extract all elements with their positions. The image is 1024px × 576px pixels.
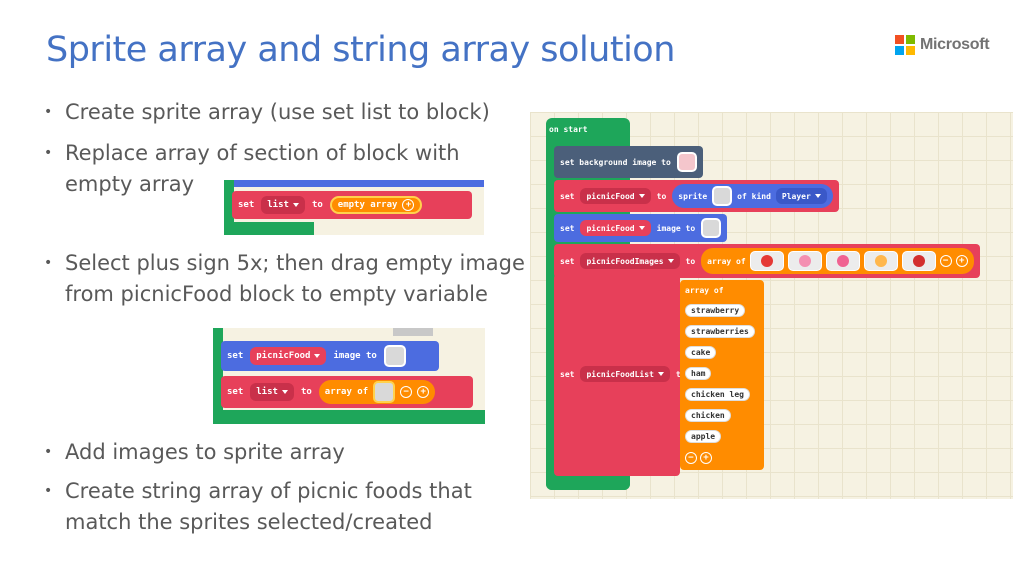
- string-item[interactable]: strawberries: [685, 325, 755, 338]
- bullet-5: • Create string array of picnic foods th…: [44, 476, 472, 538]
- strawberry-icon[interactable]: [749, 251, 784, 271]
- bullet-4-line-1: Add images to sprite array: [65, 440, 345, 464]
- dropdown-arrow-icon: [292, 203, 299, 207]
- snippet-image-array: set picnicFood image to set list to arra…: [213, 328, 485, 424]
- bullet-5-line-2: match the sprites selected/created: [65, 510, 433, 534]
- dropdown-arrow-icon: [281, 390, 288, 394]
- dropdown-arrow-icon: [638, 226, 645, 230]
- apple-icon[interactable]: [901, 251, 936, 271]
- image-slot[interactable]: [383, 345, 406, 367]
- minus-icon[interactable]: −: [685, 452, 697, 464]
- ham-icon[interactable]: [825, 251, 860, 271]
- string-item[interactable]: ham: [685, 367, 712, 380]
- dropdown-arrow-icon: [314, 354, 321, 358]
- bullet-2-line-2: empty array: [65, 172, 195, 196]
- string-item[interactable]: strawberry: [685, 304, 746, 317]
- bullet-4: • Add images to sprite array: [44, 437, 345, 468]
- bullet-dot: •: [44, 104, 53, 120]
- minus-icon[interactable]: −: [939, 255, 952, 267]
- set-sprite-block[interactable]: set picnicFood to sprite of kind Player: [554, 180, 839, 212]
- minus-icon[interactable]: −: [400, 386, 413, 398]
- sprite-image-slot[interactable]: [712, 186, 733, 206]
- plus-icon[interactable]: +: [700, 452, 712, 464]
- brand-name: Microsoft: [920, 36, 990, 53]
- bullet-dot: •: [44, 255, 53, 271]
- bullet-1-line-1: Create sprite array (use set list to blo…: [65, 100, 490, 124]
- string-item[interactable]: chicken: [685, 409, 731, 422]
- string-item[interactable]: apple: [685, 430, 722, 443]
- set-string-list-header: set picnicFoodList to: [554, 364, 692, 384]
- set-background-block[interactable]: set background image to: [554, 146, 703, 178]
- dropdown-arrow-icon: [657, 372, 664, 376]
- bullet-dot: •: [44, 483, 53, 499]
- microsoft-logo: Microsoft: [895, 35, 990, 55]
- empty-array-block[interactable]: empty array +: [329, 196, 423, 214]
- bullet-3-line-1: Select plus sign 5x; then drag empty ima…: [65, 251, 525, 275]
- slide-title: Sprite array and string array solution: [46, 30, 675, 70]
- variable-dropdown[interactable]: picnicFoodImages: [580, 253, 680, 269]
- array-of-block[interactable]: array of − +: [318, 380, 436, 404]
- plus-icon[interactable]: +: [417, 386, 430, 398]
- string-array-block[interactable]: array of strawberry strawberries cake ha…: [680, 280, 764, 470]
- dropdown-arrow-icon: [638, 194, 645, 198]
- variable-dropdown[interactable]: picnicFoodList: [580, 366, 670, 382]
- set-picnicfood-image-block[interactable]: set picnicFood image to: [221, 341, 439, 371]
- kind-dropdown[interactable]: Player: [775, 188, 827, 204]
- background-image-slot[interactable]: [676, 152, 697, 172]
- microsoft-logo-icon: [895, 35, 915, 55]
- snippet-empty-array: set list to empty array +: [224, 180, 484, 235]
- dropdown-arrow-icon: [667, 259, 674, 263]
- bullet-3: • Select plus sign 5x; then drag empty i…: [44, 248, 525, 310]
- plus-icon[interactable]: +: [402, 199, 415, 211]
- variable-dropdown[interactable]: picnicFood: [580, 188, 651, 204]
- chicken-leg-icon[interactable]: [863, 251, 898, 271]
- set-image-block[interactable]: set picnicFood image to: [554, 214, 728, 242]
- bullet-3-line-2: from picnicFood block to empty variable: [65, 282, 488, 306]
- bullet-dot: •: [44, 444, 53, 460]
- string-item[interactable]: cake: [685, 346, 717, 359]
- variable-dropdown[interactable]: list: [261, 196, 305, 214]
- bullet-5-line-1: Create string array of picnic foods that: [65, 479, 472, 503]
- dropdown-arrow-icon: [814, 194, 821, 198]
- variable-dropdown[interactable]: picnicFood: [250, 347, 327, 365]
- image-array-block[interactable]: array of − +: [701, 248, 974, 274]
- variable-dropdown[interactable]: picnicFood: [580, 220, 651, 236]
- empty-image-slot[interactable]: [373, 381, 396, 403]
- set-images-array-block[interactable]: set picnicFoodImages to array of − +: [554, 244, 980, 278]
- string-item[interactable]: chicken leg: [685, 388, 750, 401]
- bullet-1: • Create sprite array (use set list to b…: [44, 97, 490, 128]
- cake-icon[interactable]: [787, 251, 822, 271]
- sprite-block[interactable]: sprite of kind Player: [672, 184, 833, 208]
- bullet-dot: •: [44, 145, 53, 161]
- plus-icon[interactable]: +: [955, 255, 968, 267]
- set-list-block[interactable]: set list to empty array +: [232, 191, 472, 219]
- bullet-2: • Replace array of section of block with…: [44, 138, 460, 200]
- code-panel: on start set background image to set pic…: [530, 112, 1013, 499]
- bullet-2-line-1: Replace array of section of block with: [65, 141, 460, 165]
- to-keyword: to: [311, 200, 323, 210]
- image-slot[interactable]: [701, 218, 722, 238]
- on-start-label: on start: [549, 125, 588, 134]
- set-list-array-block[interactable]: set list to array of − +: [221, 376, 473, 408]
- set-keyword: set: [238, 200, 255, 210]
- variable-dropdown[interactable]: list: [250, 383, 294, 401]
